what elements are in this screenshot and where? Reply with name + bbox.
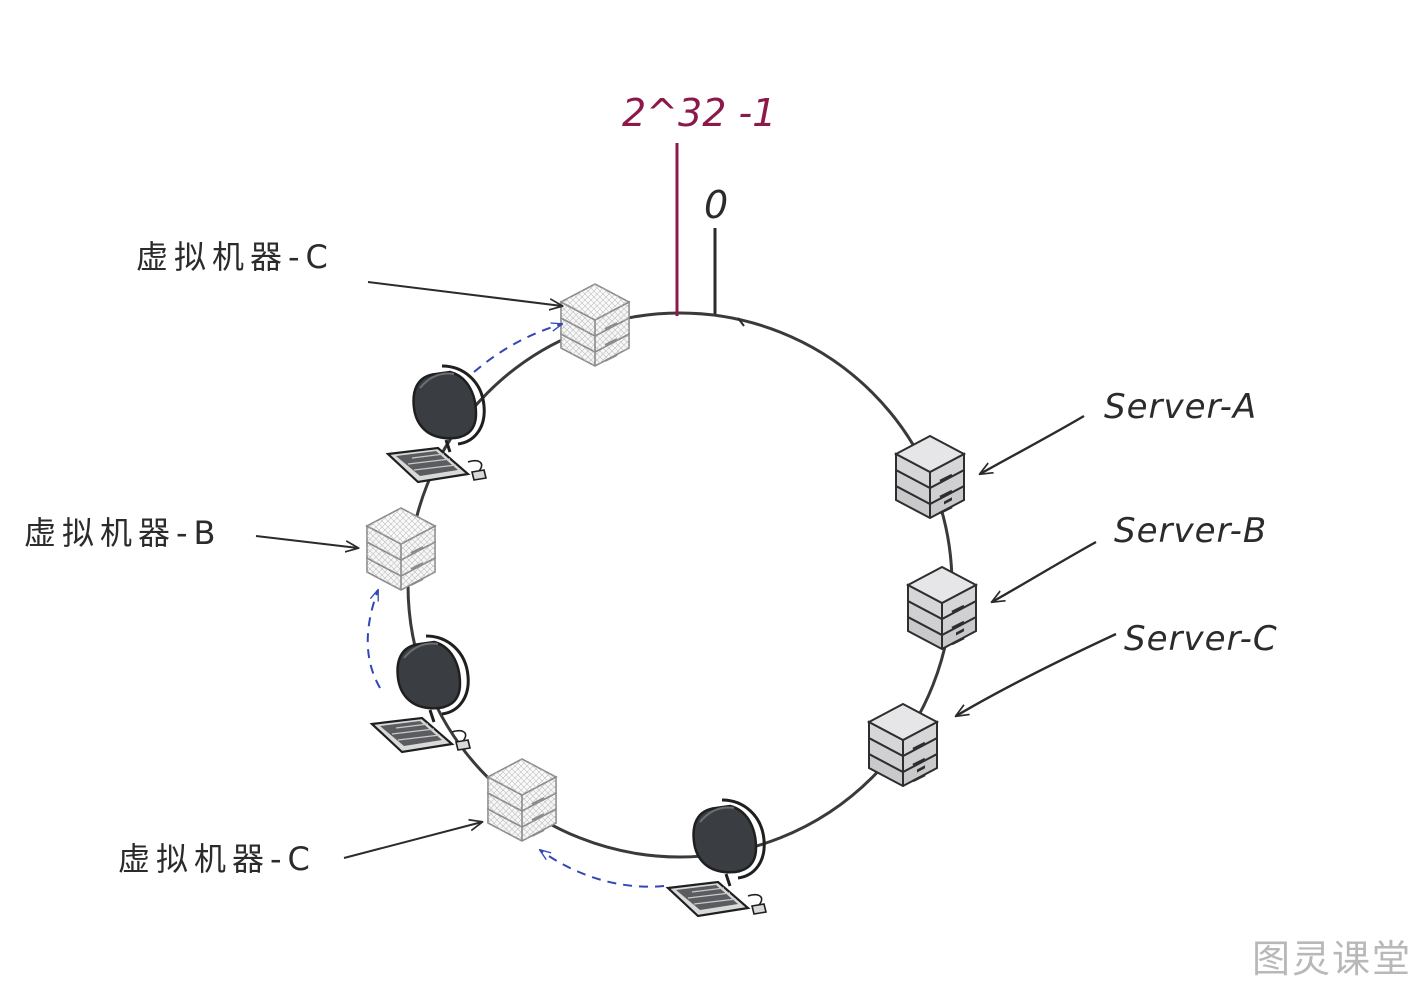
virtual-node-c-top-label: 虚拟机器-C <box>136 238 334 276</box>
virtual-c-bottom-arrow <box>343 822 482 859</box>
server-c-node <box>867 702 939 788</box>
request-arrow-1 <box>473 324 562 373</box>
server-b-arrow <box>992 540 1097 602</box>
server-c-arrow <box>956 632 1117 716</box>
virtual-b-arrow <box>255 535 358 548</box>
server-c-label: Server-C <box>1124 619 1278 659</box>
virtual-c-top-arrow <box>367 281 562 306</box>
virtual-node-c-bottom-label: 虚拟机器-C <box>118 840 316 878</box>
request-arrow-3 <box>540 850 665 888</box>
server-a-node <box>894 434 966 520</box>
virtual-node-c-bottom <box>487 758 557 842</box>
client-computer-1 <box>386 364 488 484</box>
virtual-node-c-top <box>560 283 630 367</box>
request-arrow-2 <box>366 590 381 689</box>
client-computer-2 <box>370 634 472 754</box>
max-value-label: 2^32 -1 <box>622 91 776 135</box>
zero-label: 0 <box>704 183 728 227</box>
server-a-label: Server-A <box>1104 387 1257 427</box>
virtual-node-b <box>366 507 436 591</box>
server-b-label: Server-B <box>1114 511 1267 551</box>
virtual-node-b-label: 虚拟机器-B <box>24 514 222 552</box>
watermark: 图灵课堂 <box>1252 937 1412 981</box>
server-a-arrow <box>980 414 1085 474</box>
server-b-node <box>906 565 978 651</box>
